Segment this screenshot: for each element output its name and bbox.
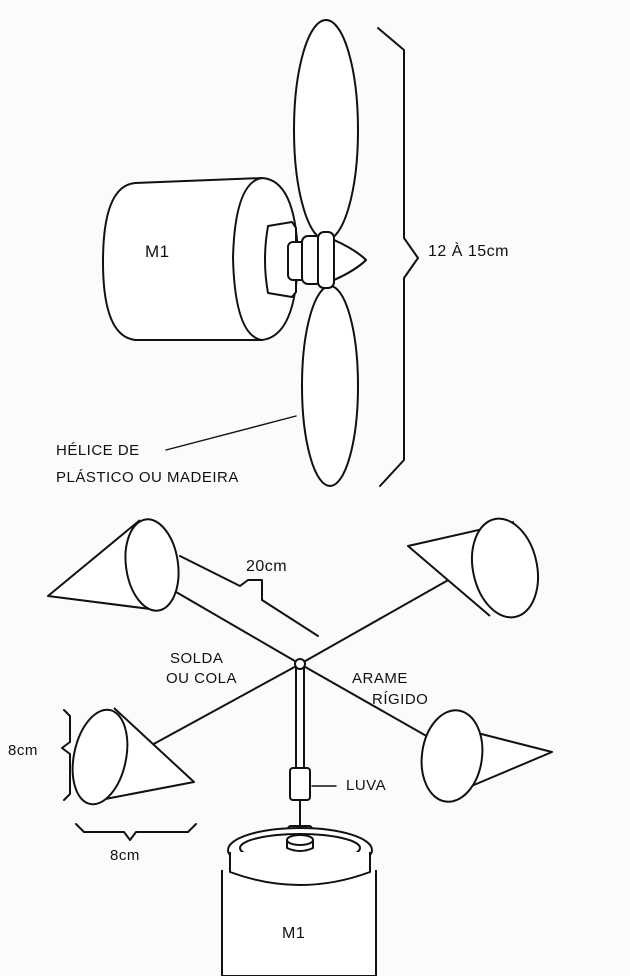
top-motor: [102, 177, 299, 341]
arm-length-dimension: [179, 555, 319, 637]
joint-label-line2: OU COLA: [166, 670, 238, 687]
joint-label-line1: SOLDA: [170, 650, 224, 667]
propeller-label-line2: PLÁSTICO OU MADEIRA: [56, 469, 239, 486]
cone-height-label: 8cm: [8, 742, 38, 759]
cone-top-left: [47, 518, 180, 612]
propeller-size-label: 12 À 15cm: [428, 243, 509, 260]
cone-bottom-right: [420, 709, 553, 803]
cone-bottom-left: [71, 707, 195, 806]
wire-label-line1: ARAME: [352, 670, 408, 687]
propeller-size-bracket: [377, 27, 419, 487]
bottom-motor-label: M1: [282, 925, 306, 942]
cone-height-bracket: [61, 709, 71, 801]
cone-width-bracket: [75, 823, 197, 841]
propeller-label-line1: HÉLICE DE: [56, 442, 140, 459]
cone-top-right: [407, 517, 539, 619]
arm-length-label: 20cm: [246, 558, 288, 575]
cone-width-label: 8cm: [110, 847, 140, 864]
propeller-blades: [293, 19, 367, 487]
sleeve-label: LUVA: [346, 777, 387, 794]
anemometer-arms: [149, 569, 467, 769]
bottom-motor: [221, 827, 377, 976]
wire-label-line2: RÍGIDO: [372, 691, 429, 708]
propeller-pointer-line: [165, 415, 297, 451]
top-motor-label: M1: [145, 242, 170, 261]
